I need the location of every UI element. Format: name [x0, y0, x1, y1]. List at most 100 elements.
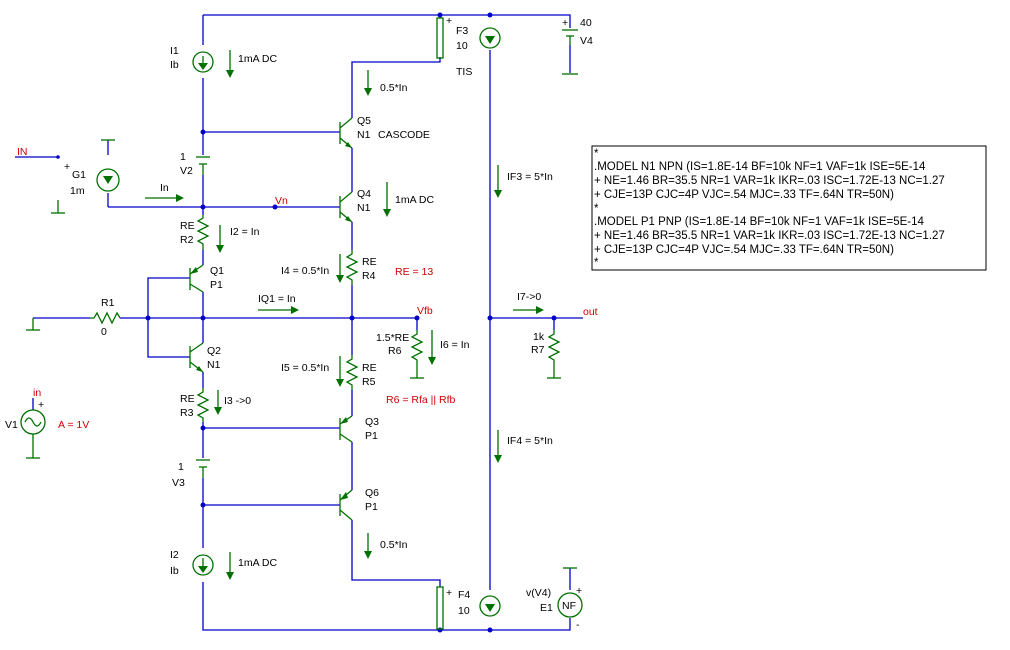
r7-value-label: 1k — [533, 331, 545, 343]
i1-name-label: I1 — [170, 45, 179, 57]
f3-name-label: F3 — [456, 25, 468, 37]
junction-dots — [145, 12, 557, 633]
q1-name-label: Q1 — [210, 265, 224, 277]
transistor-q2 — [189, 342, 204, 373]
r5-re-label: RE — [362, 362, 377, 374]
r4-name-label: R4 — [362, 270, 376, 282]
model-line-5: * — [594, 203, 599, 215]
tis-label: TIS — [456, 66, 472, 78]
resistor-r6 — [410, 330, 424, 379]
q4-type-label: N1 — [357, 202, 371, 214]
g1-plus-label: + — [64, 161, 70, 173]
cccs-f3 — [436, 17, 444, 59]
i2-name-label: I2 — [170, 549, 179, 561]
q2-name-label: Q2 — [207, 345, 221, 357]
v1-plus-label: + — [38, 399, 44, 411]
in-node-label: IN — [17, 146, 28, 158]
q4-name-label: Q4 — [357, 188, 371, 200]
v4-value-label: 40 — [580, 17, 592, 29]
g1-value-label: 1m — [70, 185, 85, 197]
resistor-r4 — [345, 250, 359, 285]
q1-type-label: P1 — [210, 279, 223, 291]
i4-eq-label: I4 = 0.5*In — [281, 265, 329, 277]
i7-eq-label: I7->0 — [517, 291, 541, 303]
f3-plus-label: + — [446, 15, 452, 27]
model-line-8: + CJE=13P CJC=4P VJC=.54 MJC=.33 TF=.64N… — [594, 244, 894, 256]
r7-name-label: R7 — [531, 344, 545, 356]
i2-dc-label: 1mA DC — [238, 557, 278, 569]
r2-re-label: RE — [180, 220, 195, 232]
v1-in-node-label: in — [33, 387, 41, 399]
current-arrows — [145, 50, 544, 580]
resistor-r2 — [196, 215, 210, 250]
ground-r1 — [26, 318, 40, 331]
f4-value-label: 10 — [458, 605, 470, 617]
g1-name-label: G1 — [72, 169, 86, 181]
v3-name-label: V3 — [172, 477, 185, 489]
r6-name-label: R6 — [388, 345, 402, 357]
iq1-eq-label: IQ1 = In — [258, 293, 296, 305]
in-current-label: In — [160, 182, 169, 194]
r2-name-label: R2 — [180, 234, 194, 246]
v2-value-label: 1 — [180, 151, 186, 163]
battery-v4 — [562, 29, 578, 75]
i2-eq-label: I2 = In — [230, 226, 260, 238]
q2-type-label: N1 — [207, 359, 221, 371]
wires — [15, 14, 583, 631]
re-value-label: RE = 13 — [395, 266, 433, 278]
e1-plus-label: + — [576, 585, 582, 597]
transistor-q5 — [339, 117, 353, 149]
amplitude-label: A = 1V — [58, 419, 89, 431]
resistor-r3 — [196, 388, 210, 422]
q3-type-label: P1 — [365, 430, 378, 442]
e1-name-label: E1 — [540, 602, 553, 614]
e1-expr-label: v(V4) — [526, 587, 551, 599]
spice-model-box: * .MODEL N1 NPN (IS=1.8E-14 BF=10k NF=1 … — [591, 145, 987, 271]
q5-type-label: N1 — [357, 129, 371, 141]
i5-eq-label: I5 = 0.5*In — [281, 362, 329, 374]
i1-value-label: Ib — [170, 59, 179, 71]
q6-current-label: 0.5*In — [380, 539, 408, 551]
r6-eq-label: R6 = Rfa || Rfb — [386, 394, 456, 406]
model-line-9: * — [594, 257, 599, 269]
model-line-2: .MODEL N1 NPN (IS=1.8E-14 BF=10k NF=1 VA… — [594, 161, 926, 173]
i2-value-label: Ib — [170, 565, 179, 577]
q6-name-label: Q6 — [365, 487, 379, 499]
q4-dc-label: 1mA DC — [395, 194, 435, 206]
r3-re-label: RE — [180, 393, 195, 405]
v3-value-label: 1 — [178, 461, 184, 473]
current-source-i1 — [192, 51, 214, 73]
ground-g1 — [51, 200, 65, 214]
battery-v2 — [196, 156, 210, 175]
q3-name-label: Q3 — [365, 416, 379, 428]
i6-eq-label: I6 = In — [440, 339, 470, 351]
transistor-q1 — [189, 264, 204, 293]
battery-v3 — [196, 459, 210, 478]
r5-name-label: R5 — [362, 376, 376, 388]
f4-name-label: F4 — [458, 589, 470, 601]
model-line-7: + NE=1.46 BR=35.5 NR=1 VAR=1k IKR=.03 IS… — [594, 230, 945, 242]
e1-symbol-label: NF — [562, 600, 576, 612]
r3-name-label: R3 — [180, 407, 194, 419]
r1-name-label: R1 — [101, 297, 115, 309]
resistor-r5 — [345, 355, 359, 390]
current-source-top-tis — [479, 27, 501, 49]
current-source-bottom-tis — [479, 595, 501, 617]
model-line-4: + CJE=13P CJC=4P VJC=.54 MJC=.33 TF=.64N… — [594, 189, 894, 201]
model-line-6: .MODEL P1 PNP (IS=1.8E-14 BF=10k NF=1 VA… — [594, 216, 925, 228]
out-node-label: out — [583, 306, 598, 318]
transistor-q3 — [339, 415, 353, 443]
q5-name-label: Q5 — [357, 115, 371, 127]
q5-current-label: 0.5*In — [380, 82, 408, 94]
v4-name-label: V4 — [580, 35, 593, 47]
vcvs-e1 — [557, 567, 583, 618]
if4-eq-label: IF4 = 5*In — [507, 435, 553, 447]
vn-node-label: Vn — [275, 195, 288, 207]
i3-eq-label: I3 ->0 — [224, 395, 251, 407]
transistor-q4 — [339, 191, 353, 223]
component-labels: I1 Ib 1mA DC + F3 10 TIS 40 V4 + 0.5*In … — [5, 15, 598, 631]
if3-eq-label: IF3 = 5*In — [507, 171, 553, 183]
ac-source-v1 — [20, 409, 46, 459]
